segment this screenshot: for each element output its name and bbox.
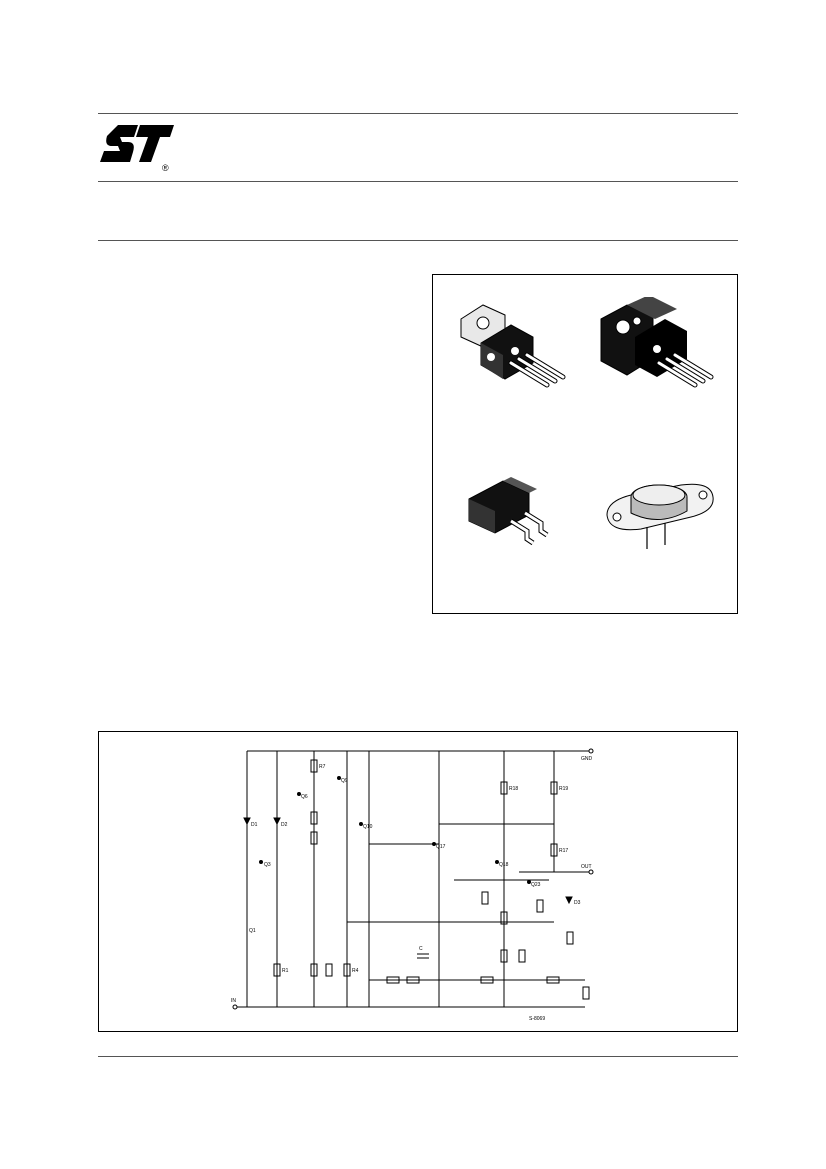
title-bottom-rule	[98, 240, 738, 241]
resistor-r17-label: R17	[559, 848, 568, 854]
registered-mark: ®	[162, 163, 169, 172]
diode-d3-label: D3	[574, 900, 581, 906]
resistor-r4-label: R4	[352, 968, 359, 974]
to-3-package-icon	[606, 483, 714, 549]
d2pak-package-icon	[468, 477, 549, 546]
transistor-q23-label: Q23	[531, 882, 541, 888]
header-top-rule	[98, 113, 738, 114]
gnd-terminal-label: GND	[581, 756, 593, 762]
resistor-r19-label: R19	[559, 786, 568, 792]
footer-rule	[98, 1056, 738, 1057]
header-bottom-rule	[98, 181, 738, 182]
capacitor-label: C	[419, 946, 423, 952]
schematic-diagram: GND OUT IN S-8069 Q1 Q3 Q6 Q9 Q10 Q17 Q1…	[231, 748, 594, 1022]
diode-d2-label: D2	[281, 822, 288, 828]
st-logo-icon: ®	[100, 125, 174, 173]
in-terminal-label: IN	[231, 998, 236, 1004]
transistor-q9-label: Q9	[341, 778, 348, 784]
transistor-q18-label: Q18	[499, 862, 509, 868]
isowatt220-package-icon	[600, 297, 714, 388]
package-images-box	[432, 274, 738, 614]
figure-code-label: S-8069	[529, 1016, 545, 1022]
out-terminal-label: OUT	[581, 864, 592, 870]
resistor-r7-label: R7	[319, 764, 326, 770]
transistor-q17-label: Q17	[436, 844, 446, 850]
transistor-q10-label: Q10	[363, 824, 373, 830]
transistor-q3-label: Q3	[264, 862, 271, 868]
diode-d1-label: D1	[251, 822, 258, 828]
resistor-r18-label: R18	[509, 786, 518, 792]
resistor-r1-label: R1	[282, 968, 289, 974]
transistor-q1-label: Q1	[249, 928, 256, 934]
transistor-q6-label: Q6	[301, 794, 308, 800]
st-logo: ®	[98, 122, 178, 173]
schematic-diagram-box: GND OUT IN S-8069 Q1 Q3 Q6 Q9 Q10 Q17 Q1…	[98, 731, 738, 1032]
to-220-package-icon	[460, 304, 566, 388]
